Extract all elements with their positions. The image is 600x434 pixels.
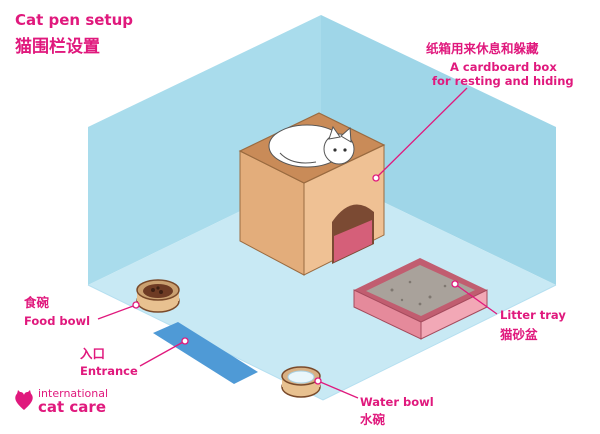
food-pointer xyxy=(97,304,137,320)
logo-line2: cat care xyxy=(38,398,106,416)
food-label-zh: 食碗 xyxy=(24,295,50,310)
water-label-en: Water bowl xyxy=(360,395,434,409)
litter-tray xyxy=(353,258,488,340)
logo-line1: international xyxy=(38,387,109,400)
box-label-zh: 纸箱用来休息和躲藏 xyxy=(426,41,539,56)
right-wall xyxy=(321,15,556,285)
food-label-en: Food bowl xyxy=(24,314,91,328)
entrance-label-zh: 入口 xyxy=(80,346,106,361)
water-pointer xyxy=(317,380,359,399)
cat xyxy=(268,124,355,168)
title-english: Cat pen setup xyxy=(15,11,134,29)
box-pointer xyxy=(375,87,468,179)
litter-label-zh: 猫砂盆 xyxy=(500,327,538,342)
box-label-en-line2: for resting and hiding xyxy=(432,74,574,88)
litter-label-en: Litter tray xyxy=(500,308,566,322)
water-label-zh: 水碗 xyxy=(360,412,386,427)
entrance-pointer xyxy=(139,340,186,367)
entrance-mat xyxy=(153,322,258,384)
title-chinese: 猫围栏设置 xyxy=(15,37,100,57)
pen-floor xyxy=(88,172,556,400)
entrance-label-en: Entrance xyxy=(80,364,138,378)
box-pointer-dot xyxy=(372,174,380,182)
logo-cat-heart-icon xyxy=(15,390,33,410)
box-label-en-line1: A cardboard box xyxy=(450,60,557,74)
water-bowl xyxy=(281,366,321,398)
litter-pointer xyxy=(454,283,498,315)
left-wall xyxy=(88,15,321,285)
food-bowl xyxy=(136,279,180,313)
